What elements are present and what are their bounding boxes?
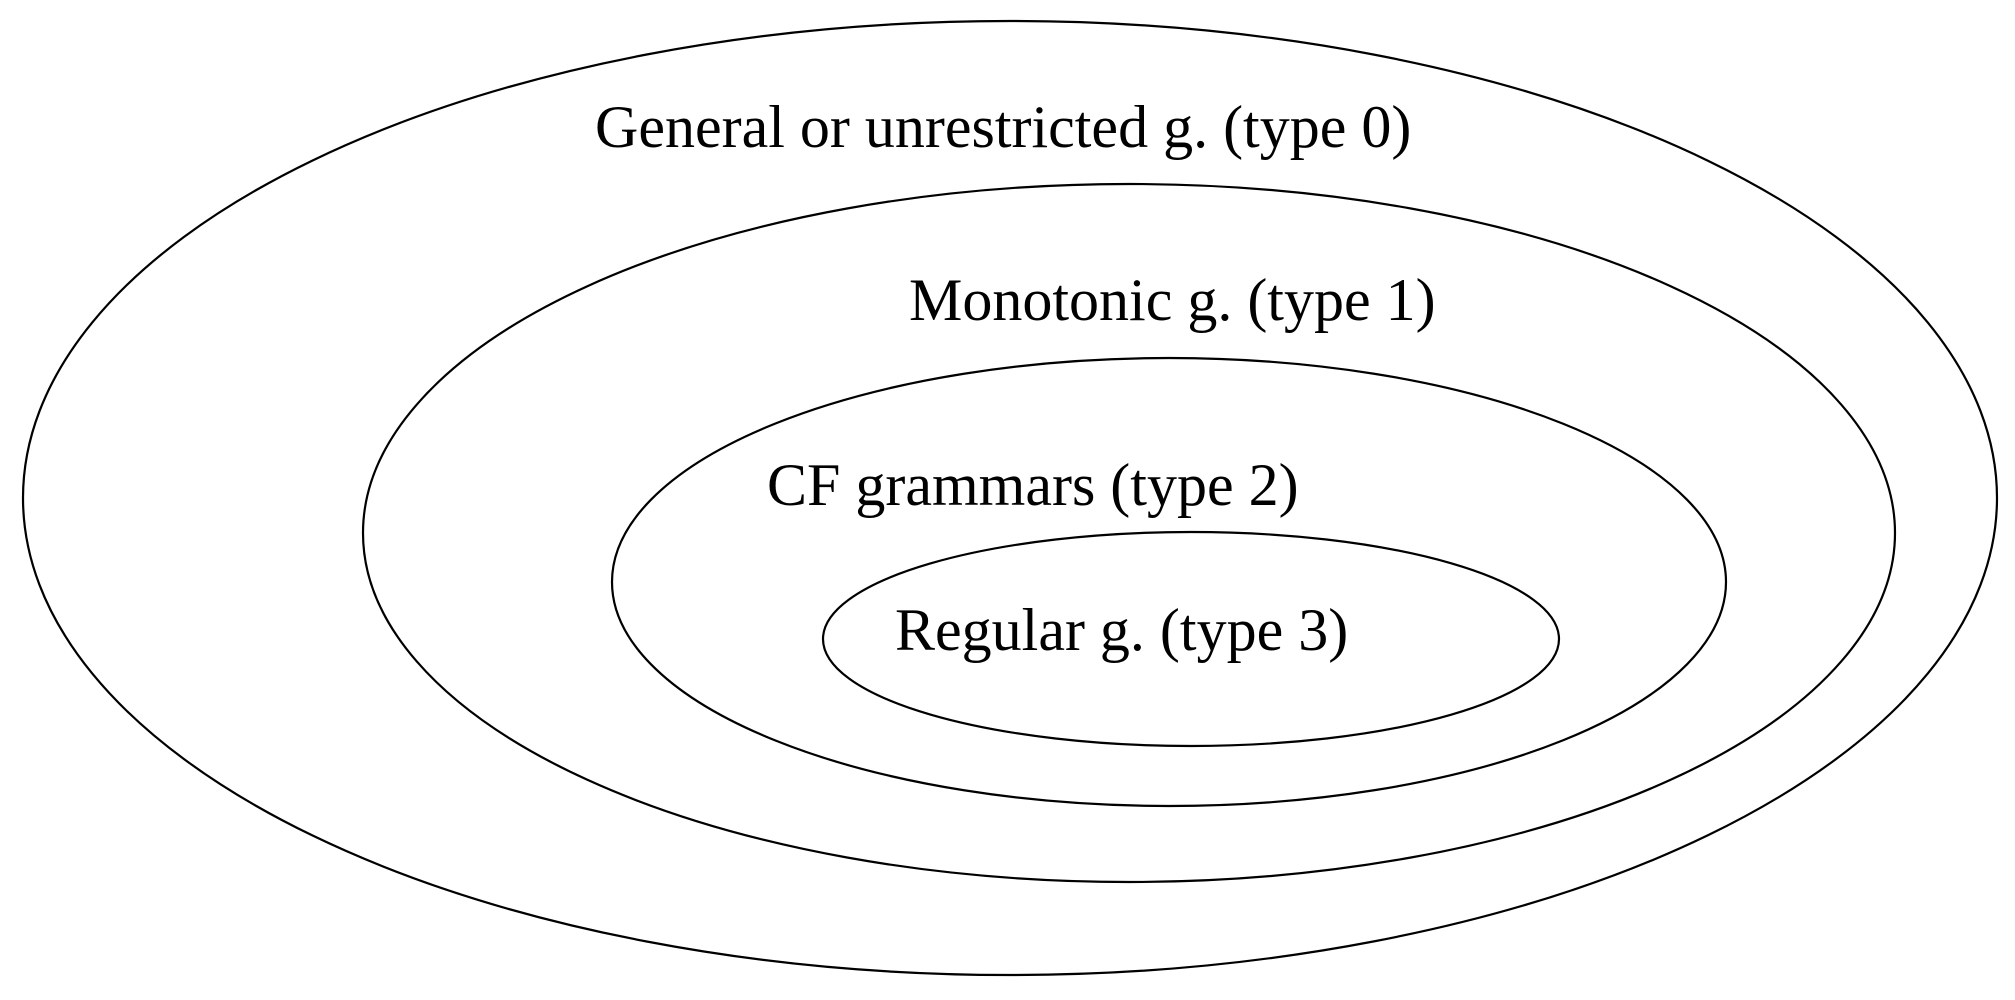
label-type-0: General or unrestricted g. (type 0): [595, 94, 1411, 160]
ellipse-type-2: [610, 356, 1728, 808]
ellipse-type-0: [21, 19, 1999, 977]
ellipse-type-1: [361, 182, 1897, 884]
label-type-2: CF grammars (type 2): [767, 452, 1299, 518]
ellipse-type-3: [821, 530, 1561, 748]
label-type-3: Regular g. (type 3): [895, 597, 1348, 663]
label-type-1: Monotonic g. (type 1): [909, 267, 1436, 333]
